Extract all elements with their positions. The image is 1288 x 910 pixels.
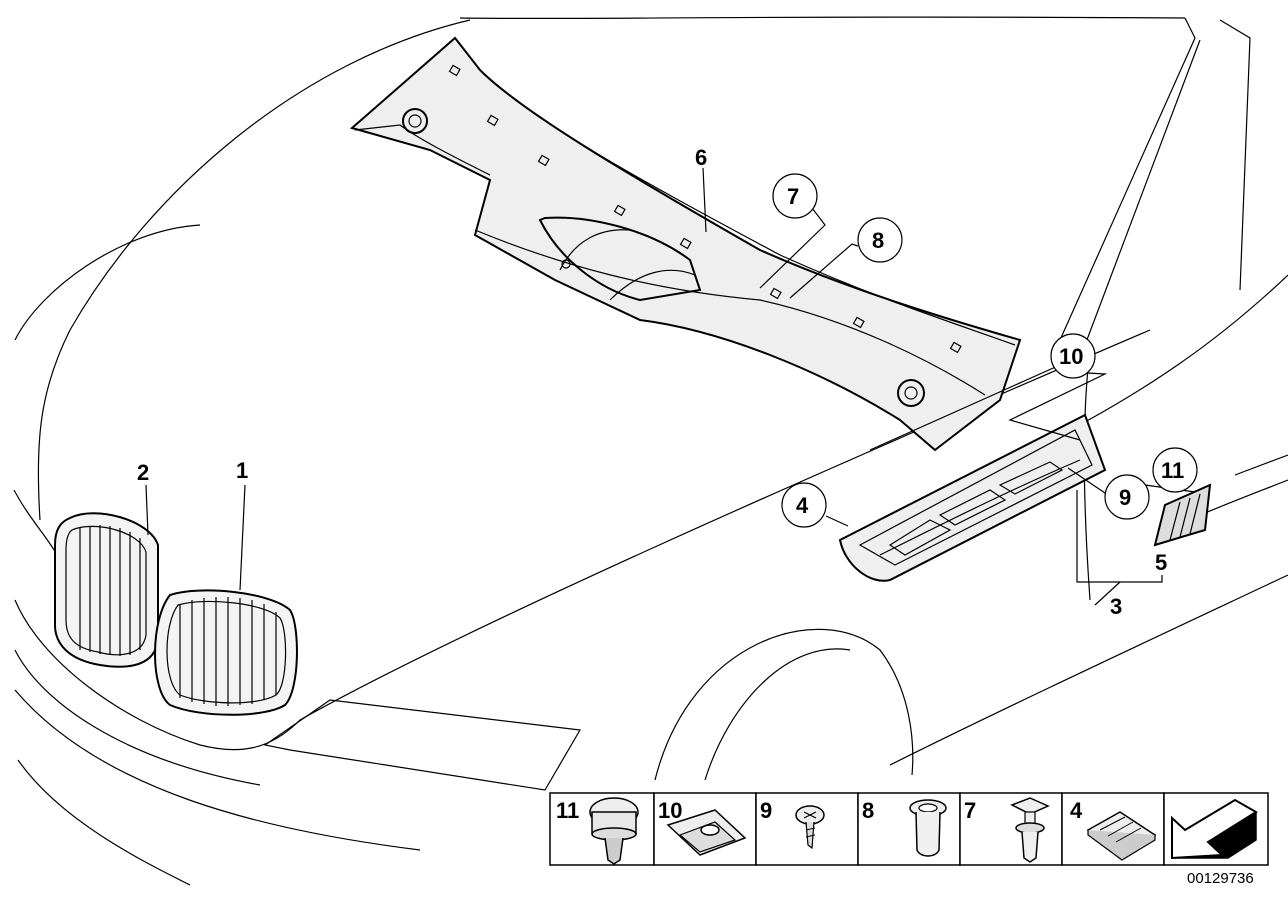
screw-icon (795, 805, 825, 850)
callout-11-circle (1152, 447, 1198, 493)
callout-7-circle (772, 173, 818, 219)
clip-nut-icon (666, 809, 747, 856)
legend-number-10: 10 (658, 798, 682, 823)
callout-4-circle (781, 482, 827, 528)
legend-number-4: 4 (1070, 798, 1083, 823)
callout-9-circle (1104, 474, 1150, 520)
callout-8: 8 (872, 228, 884, 253)
callout-7: 7 (787, 184, 799, 209)
push-clip-icon (1010, 797, 1050, 863)
cowl-panel (349, 36, 1022, 452)
legend-strip: 11 10 9 8 (549, 792, 1269, 866)
callout-5: 5 (1155, 550, 1167, 575)
diagram-id: 00129736 (1187, 870, 1254, 887)
legend-number-11: 11 (556, 798, 579, 823)
callout-9: 9 (1119, 485, 1131, 510)
legend-number-9: 9 (760, 798, 772, 823)
callouts: 2 1 6 7 8 10 4 9 11 5 3 (137, 145, 1198, 619)
callout-10-circle (1050, 333, 1096, 379)
callout-3: 3 (1110, 594, 1122, 619)
grommet-icon (909, 799, 947, 857)
tape-pad-icon (1086, 811, 1157, 861)
m-badge (1153, 483, 1212, 547)
kidney-grille-right (54, 512, 159, 668)
arrow-icon (1171, 798, 1258, 860)
expanding-rivet-icon (589, 797, 639, 865)
callout-4: 4 (796, 493, 809, 518)
callout-6: 6 (695, 145, 707, 170)
legend-number-7: 7 (964, 798, 976, 823)
callout-11: 11 (1161, 458, 1184, 483)
callout-10: 10 (1059, 344, 1083, 369)
legend-number-8: 8 (862, 798, 874, 823)
cowl-clip-slots (448, 64, 962, 354)
car-body-outline (13, 16, 1288, 886)
kidney-grille-left (154, 589, 298, 716)
callout-2: 2 (137, 460, 149, 485)
callout-8-circle (857, 217, 903, 263)
callout-1: 1 (236, 458, 248, 483)
side-grille (838, 413, 1107, 582)
